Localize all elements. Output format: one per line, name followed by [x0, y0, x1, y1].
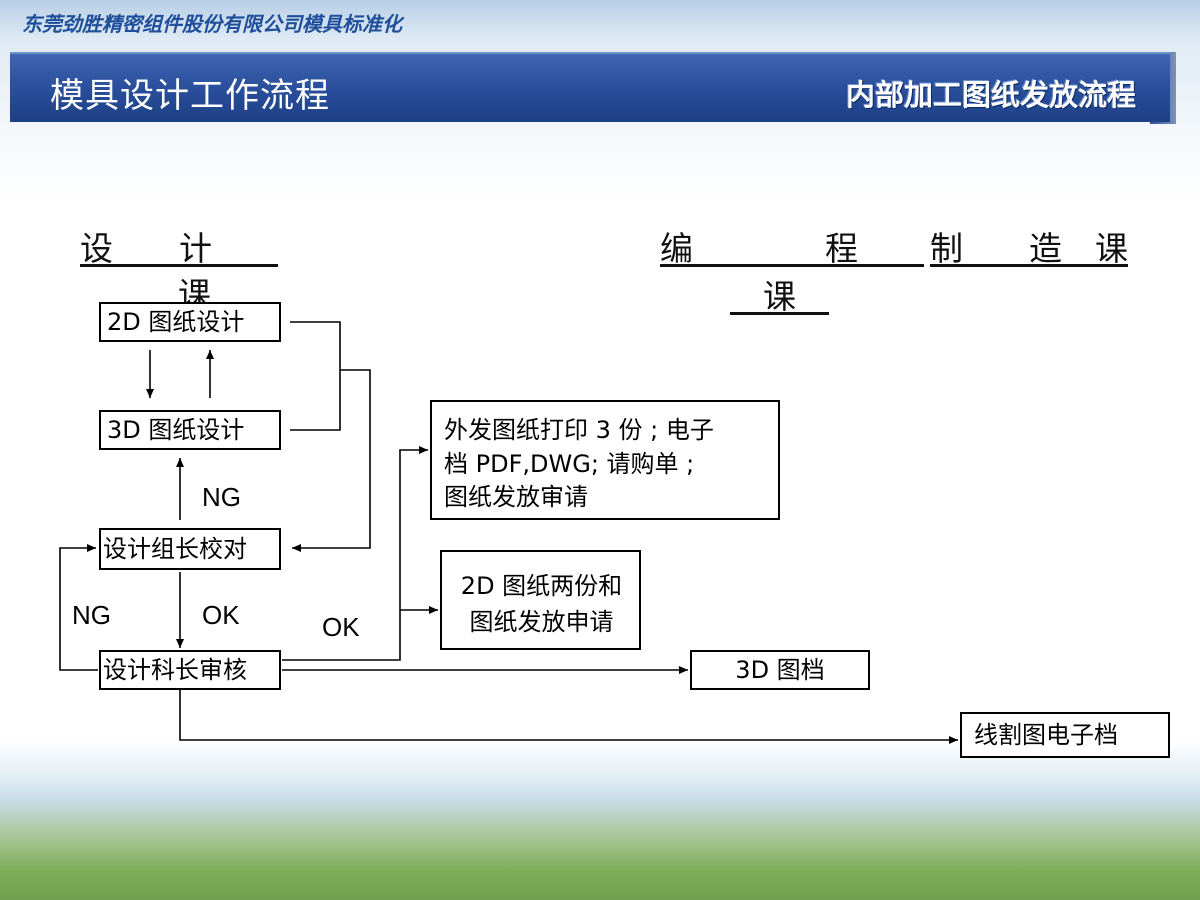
- node-internal-2d-line1: 2D 图纸两份和: [460, 572, 623, 600]
- node-leader-check-label: 设计组长校对: [103, 535, 247, 563]
- node-external-issue[interactable]: 外发图纸打印 3 份 ; 电子 档 PDF,DWG; 请购单 ; 图纸发放审请: [430, 400, 780, 520]
- connector-2d-bracket: [290, 321, 341, 431]
- company-caption: 东莞劲胜精密组件股份有限公司模具标准化: [22, 12, 402, 36]
- node-3d-design[interactable]: 3D 图纸设计: [99, 410, 281, 450]
- title-banner: 模具设计工作流程 内部加工图纸发放流程: [10, 52, 1170, 122]
- page-title: 模具设计工作流程: [50, 76, 330, 116]
- node-chief-review[interactable]: 设计科长审核: [99, 650, 281, 690]
- node-external-issue-line3: 图纸发放审请: [444, 483, 588, 512]
- connector-review-ok: [282, 446, 428, 661]
- node-external-issue-line2: 档 PDF,DWG; 请购单 ;: [444, 449, 695, 478]
- arrow-review-ng-to-check: [59, 544, 98, 671]
- node-external-issue-line1: 外发图纸打印 3 份 ; 电子: [444, 416, 714, 444]
- connector-bracket-to-check: [292, 369, 371, 552]
- arrow-review-to-wire-cut: [179, 690, 958, 744]
- node-internal-2d[interactable]: 2D 图纸两份和 图纸发放申请: [440, 550, 641, 650]
- column-design-line1: 设 计: [80, 229, 278, 268]
- label-ok-down: OK: [202, 600, 240, 630]
- page-subtitle: 内部加工图纸发放流程: [845, 78, 1136, 112]
- label-ok-right: OK: [322, 612, 360, 642]
- node-3d-design-label: 3D 图纸设计: [107, 416, 245, 444]
- label-ng-left: NG: [72, 600, 111, 630]
- node-2d-design[interactable]: 2D 图纸设计: [99, 302, 281, 342]
- column-programming-line2: 课: [730, 277, 829, 316]
- node-internal-2d-line2: 图纸发放申请: [469, 608, 614, 636]
- node-2d-design-label: 2D 图纸设计: [107, 308, 245, 336]
- node-chief-review-label: 设计科长审核: [103, 656, 247, 684]
- label-ng-upper: NG: [202, 482, 241, 512]
- node-leader-check[interactable]: 设计组长校对: [99, 528, 281, 570]
- column-programming-line1: 编 程: [660, 229, 924, 268]
- node-wire-cut-label: 线割图电子档: [974, 721, 1118, 749]
- column-manufacturing: 制 造 课: [930, 229, 1128, 268]
- node-wire-cut[interactable]: 线割图电子档: [960, 712, 1170, 758]
- node-3d-archive-label: 3D 图档: [735, 656, 825, 684]
- node-3d-archive[interactable]: 3D 图档: [690, 650, 870, 690]
